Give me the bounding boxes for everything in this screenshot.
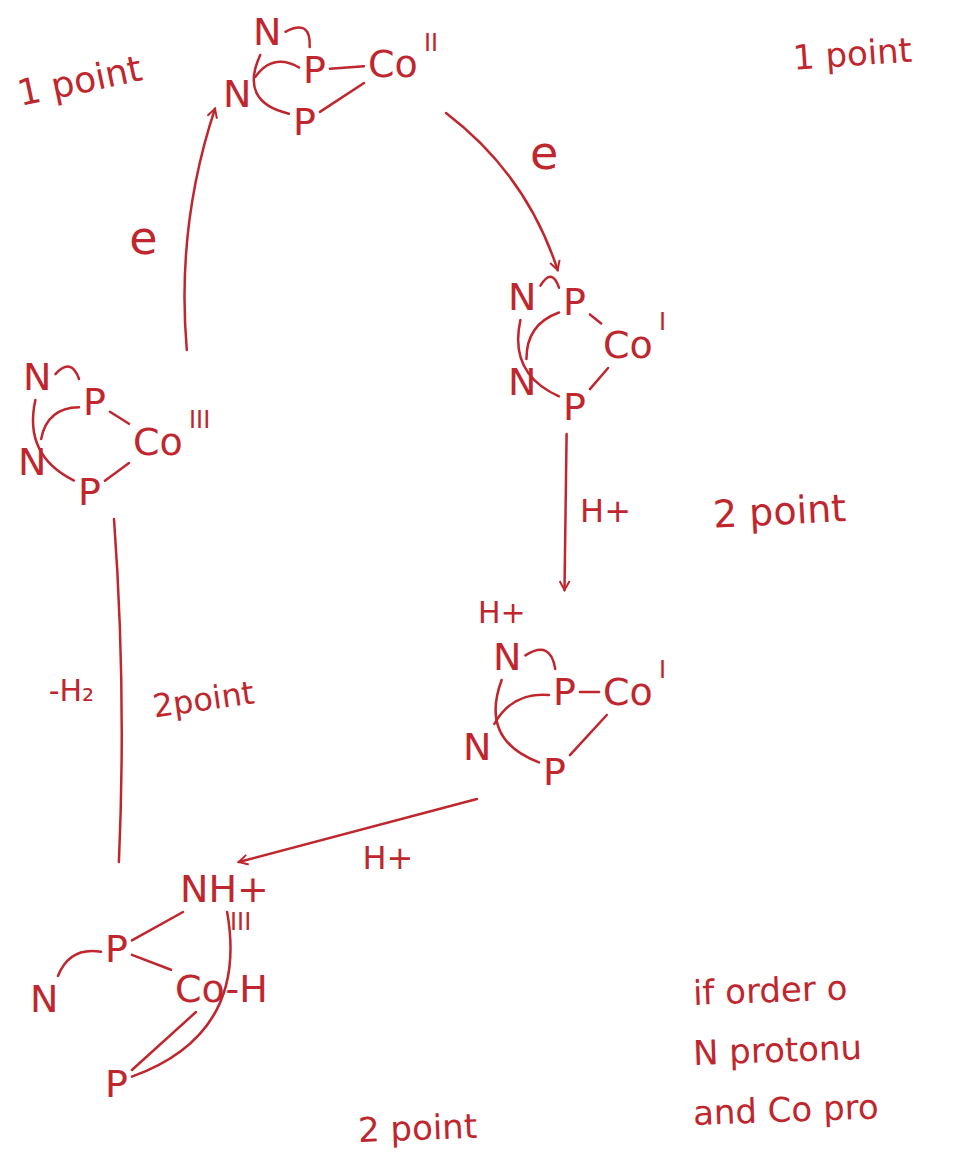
score-note: 2point	[148, 675, 260, 725]
reaction-arrow	[565, 434, 567, 590]
score-note: 2 point	[354, 1108, 480, 1150]
ligand-bond	[496, 680, 539, 762]
atom-label: Co	[603, 673, 653, 711]
ligand-bond	[105, 463, 129, 481]
atom-label: P	[83, 383, 106, 421]
atom-label: P	[553, 673, 576, 711]
structure-node: NPNPCoI	[495, 270, 674, 434]
ligand-bond	[525, 650, 555, 669]
ligand-bond	[590, 368, 608, 389]
ligand-bond	[570, 715, 607, 755]
score-note: 1 point	[11, 48, 149, 114]
atom-label: P	[105, 930, 128, 968]
ligand-bond	[132, 1012, 196, 1070]
ligand-bond	[58, 951, 101, 976]
atom-label: N	[253, 13, 281, 51]
atom-label: P	[105, 1065, 128, 1103]
atom-label: Co	[368, 45, 418, 83]
atom-label: I	[659, 310, 666, 334]
ligand-bond	[55, 367, 79, 379]
ligand-bond	[330, 66, 364, 69]
ligand-bond	[255, 62, 299, 77]
ligand-bond	[540, 277, 559, 288]
atom-label: N	[463, 728, 491, 766]
ligand-bond	[41, 407, 79, 439]
margin-note: if order o	[689, 969, 851, 1012]
reaction-arrow	[239, 799, 477, 862]
atom-label: N	[18, 443, 46, 481]
margin-note: and Co pro	[689, 1088, 882, 1132]
margin-note: N protonu	[689, 1029, 865, 1072]
ligand-bond	[526, 312, 559, 359]
atom-label: III	[230, 910, 251, 934]
atom-label: Co	[603, 326, 653, 364]
structure-node: NH+III P N P Co-H	[22, 862, 277, 1111]
atom-label: P	[78, 473, 101, 511]
reagent-label: H+	[577, 494, 634, 529]
atom-label: N	[508, 363, 536, 401]
ligand-bond	[494, 695, 549, 724]
atom-label: P	[563, 388, 586, 426]
ligand-bond	[590, 314, 601, 323]
reagent-label: H+	[359, 841, 416, 876]
atom-label: N	[223, 75, 251, 113]
ligand-bond	[110, 412, 129, 424]
atom-label: N	[30, 980, 58, 1018]
atom-label: Co-H	[175, 970, 268, 1008]
atom-label: P	[293, 103, 316, 141]
reagent-label: -H₂	[46, 674, 97, 707]
structure-node: H+NPNPCoI	[455, 590, 674, 799]
ligand-bond	[580, 691, 599, 694]
atom-label: N	[508, 278, 536, 316]
ligand-bond	[320, 83, 364, 112]
reaction-arrow	[184, 109, 215, 350]
structure-node: NPNPCoIII	[10, 350, 218, 519]
atom-label: II	[424, 31, 438, 55]
reagent-label: e	[527, 128, 561, 179]
score-note: 2 point	[709, 488, 850, 537]
atom-label: N	[493, 638, 521, 676]
score-note: 1 point	[789, 31, 916, 77]
atom-label: N	[23, 358, 51, 396]
atom-label: Co	[133, 423, 183, 461]
atom-label: I	[659, 658, 666, 682]
atom-label: III	[189, 408, 210, 432]
reagent-label: e	[126, 213, 160, 264]
ligand-bond	[285, 27, 309, 47]
atom-label: P	[563, 283, 586, 321]
ligand-bond	[132, 912, 183, 940]
ligand-bond	[132, 955, 171, 970]
atom-label: NH+	[180, 870, 269, 908]
reaction-arrow	[114, 519, 122, 862]
atom-label: P	[303, 51, 326, 89]
atom-label: H+	[478, 598, 526, 628]
atom-label: P	[543, 753, 566, 791]
structure-node: NPNPCoII	[215, 5, 446, 149]
